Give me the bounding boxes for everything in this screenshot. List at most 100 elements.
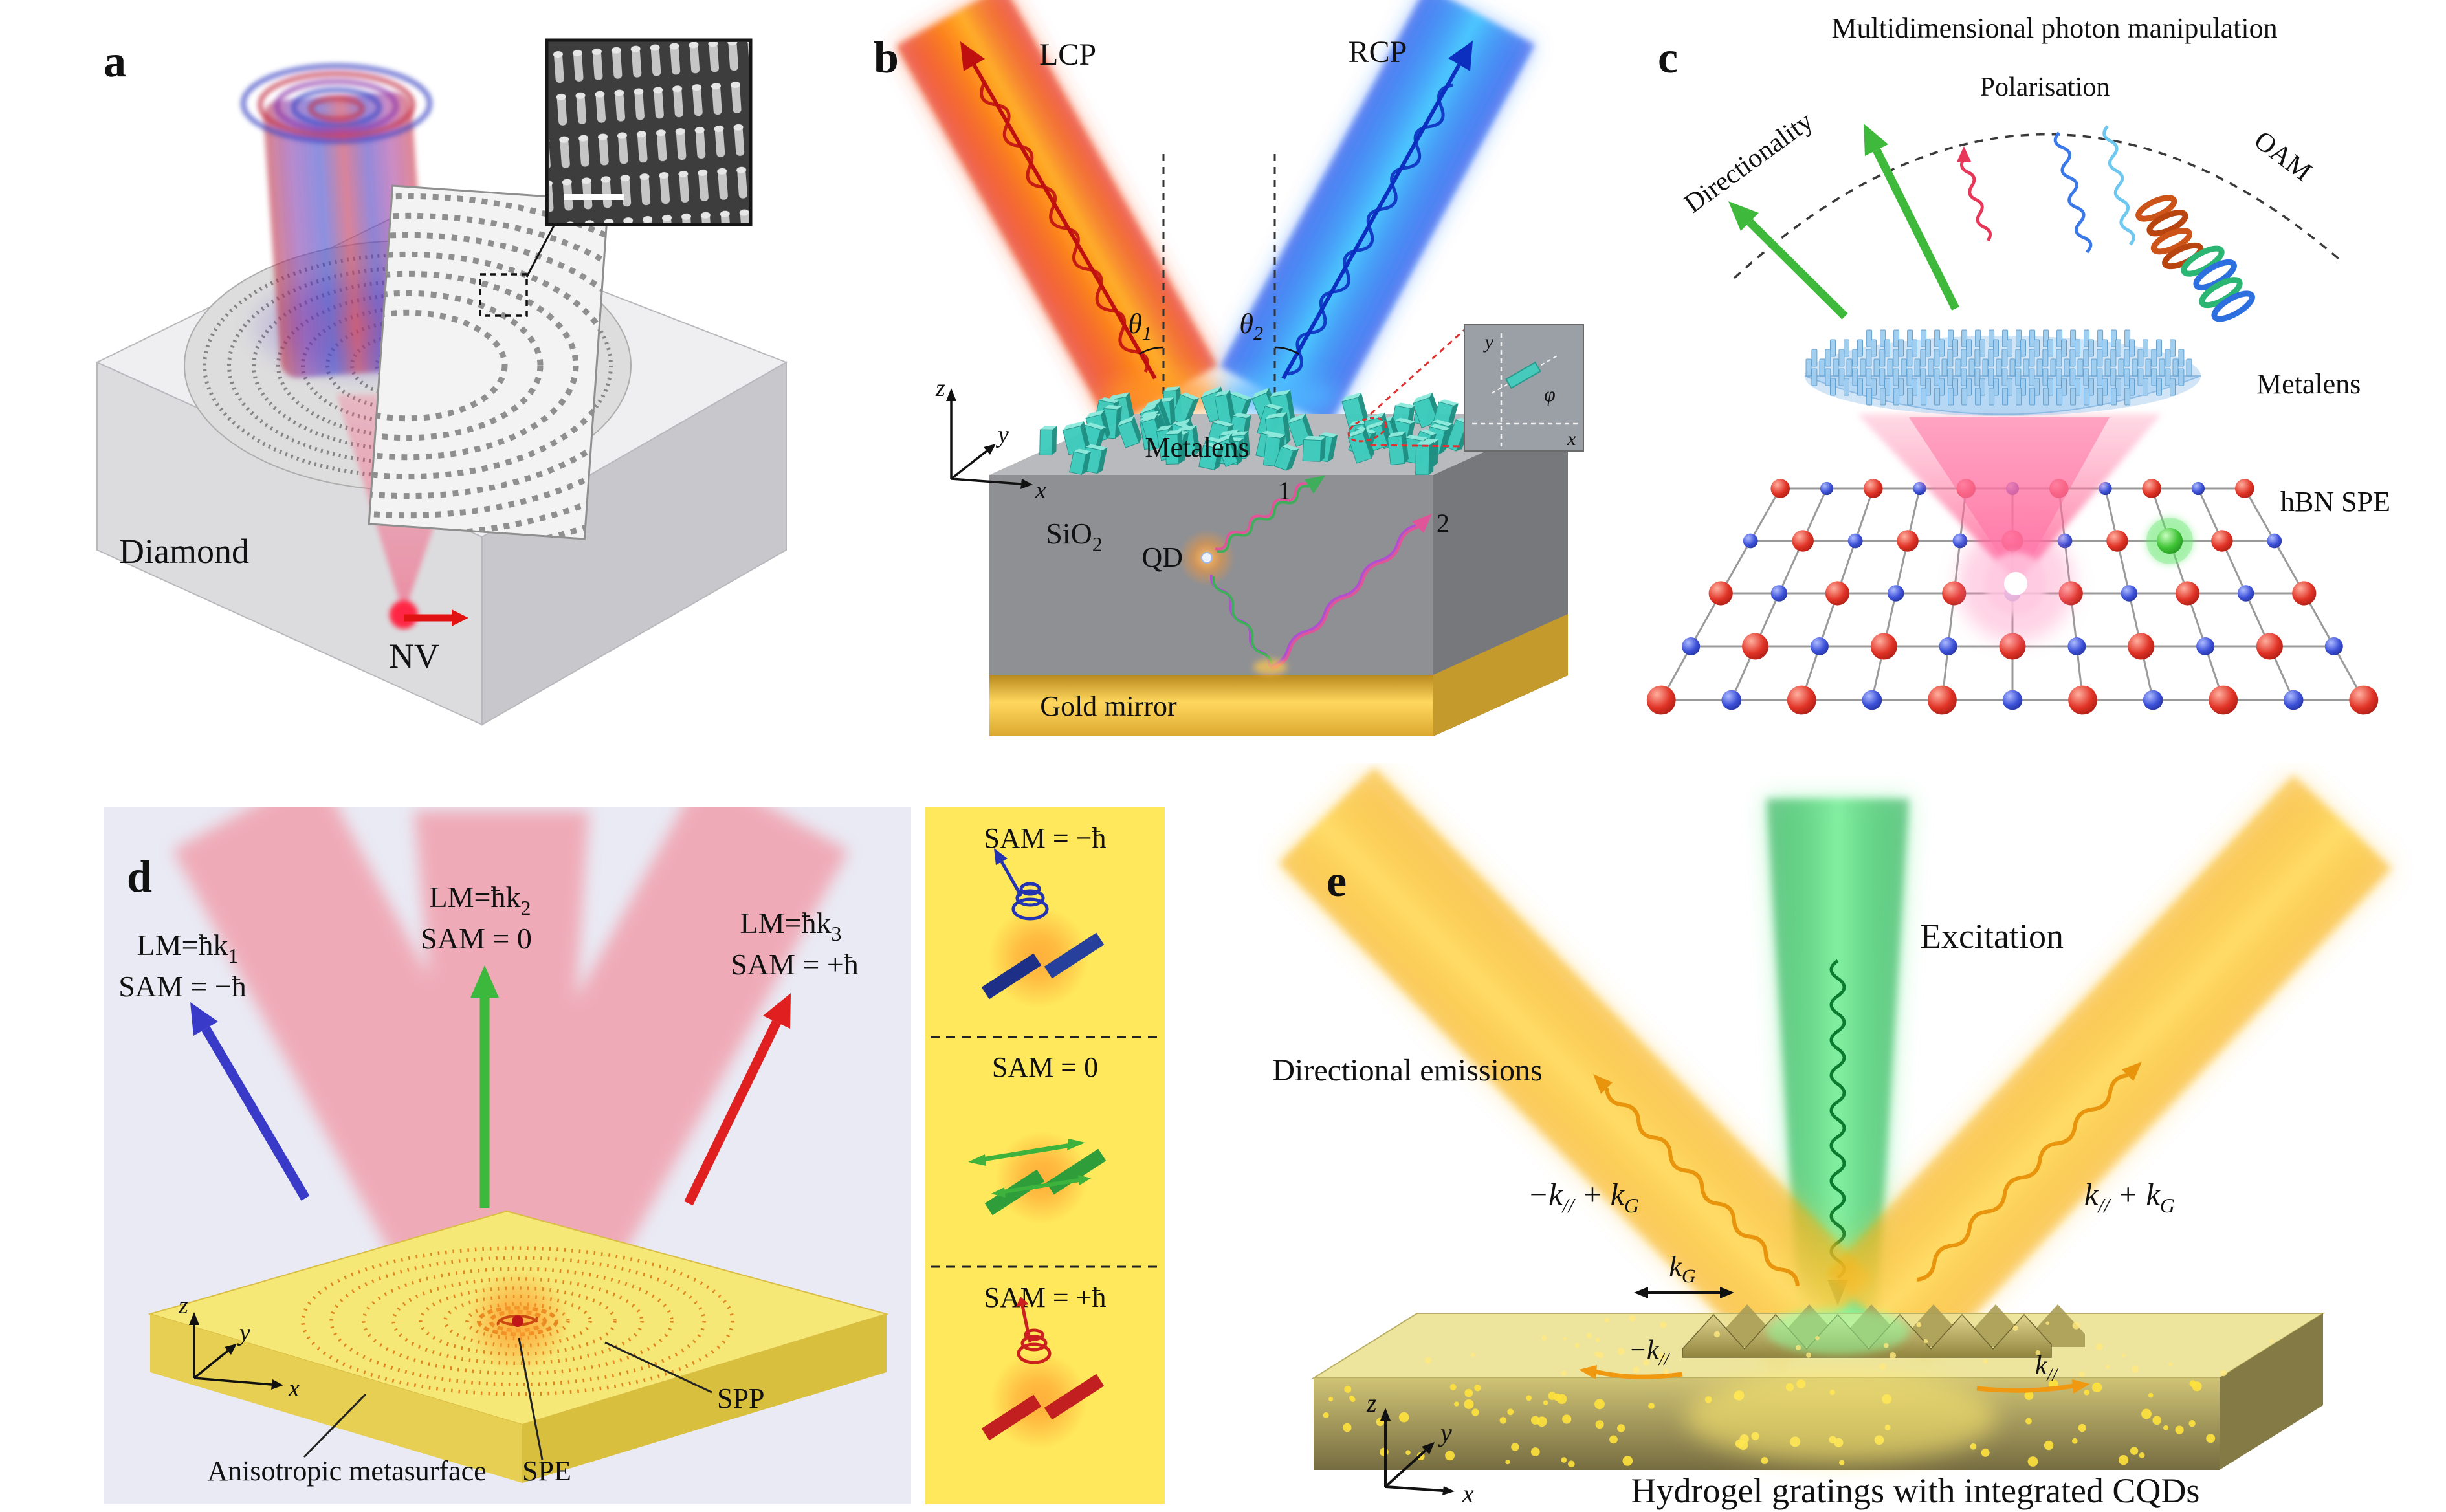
axes-d — [189, 1312, 283, 1390]
beam-left-label-1: LM=ħk1 — [137, 928, 239, 967]
sem-inset — [545, 38, 753, 226]
theta1-label: θ1 — [1128, 308, 1152, 344]
oam-label: OAM — [2249, 126, 2317, 188]
panel-e: kG −k// k// Excitation Directional emiss… — [1272, 767, 2392, 1510]
emission-beam-left — [1279, 767, 1873, 1374]
inset-x-label: x — [1567, 428, 1576, 450]
normal-dashed-lines — [1139, 154, 1299, 398]
quantum-dot — [1178, 529, 1235, 586]
spe-defect — [2145, 516, 2194, 565]
directional-emissions-label: Directional emissions — [1272, 1053, 1542, 1088]
axis-x-label: x — [1035, 477, 1046, 504]
metalens-label: Metalens — [1145, 432, 1249, 463]
rcp-label: RCP — [1349, 35, 1407, 69]
kg-arrow — [1634, 1287, 1734, 1298]
photon-path-1 — [1215, 476, 1325, 553]
scale-bar — [564, 194, 624, 200]
panel-c-label: c — [1658, 33, 1678, 83]
path1-number: 1 — [1278, 476, 1291, 505]
sam-plus-icon — [981, 1297, 1105, 1449]
metasurface-slab — [148, 1210, 889, 1483]
panel-a: a Diamond NV — [95, 37, 788, 726]
gold-mirror-layer — [989, 675, 1433, 736]
nv-arrow — [404, 609, 468, 626]
sam-zero-icon — [968, 1131, 1107, 1224]
panel-e-label: e — [1327, 857, 1347, 906]
photon-path-2 — [1209, 514, 1432, 675]
sam-plus-label: SAM = +ħ — [984, 1282, 1107, 1313]
manipulation-arc — [1733, 133, 2344, 279]
excitation-beam — [1767, 799, 1909, 1320]
axis-z-label-d: z — [178, 1292, 188, 1319]
lcp-arrow — [960, 41, 1157, 380]
right-k-label: k// + kG — [2084, 1178, 2175, 1217]
unit-cell-inset: y x φ — [1347, 324, 1584, 452]
sam-zero-label: SAM = 0 — [992, 1051, 1098, 1083]
panel-b: θ1 θ2 1 2 z y x LCP RCP Metalens SiO2 QD… — [874, 0, 1584, 736]
hydrogel-slab — [1311, 1304, 2326, 1470]
theta2-label: θ2 — [1239, 308, 1263, 344]
axis-z-label-e: z — [1366, 1388, 1377, 1418]
axis-x-label-d: x — [288, 1375, 300, 1402]
sam-minus-icon — [981, 848, 1105, 1008]
sam-arrows — [190, 965, 791, 1208]
beam-vortex-rings — [241, 63, 432, 144]
path2-number: 2 — [1437, 509, 1449, 538]
rcp-arrow — [1281, 41, 1473, 380]
nv-label: NV — [389, 637, 439, 675]
beam-right-label-2: SAM = +ħ — [731, 948, 859, 981]
panel-c-title: Multidimensional photon manipulation — [1831, 12, 2277, 44]
lcp-beam — [896, 0, 1225, 426]
hbn-spe-label: hBN SPE — [2280, 486, 2390, 518]
sio2-label: SiO2 — [1046, 517, 1103, 556]
metalens-c-label: Metalens — [2256, 368, 2361, 400]
panel-b-label: b — [874, 33, 899, 83]
metalens-c — [1804, 329, 2201, 416]
beam-left-label-2: SAM = −ħ — [118, 970, 247, 1003]
diamond-label: Diamond — [119, 532, 249, 571]
beam-right-label-1: LM=ħk3 — [740, 906, 842, 945]
panel-d: LM=ħk1 SAM = −ħ LM=ħk2 SAM = 0 LM=ħk3 SA… — [104, 807, 1165, 1504]
polarisation-waves — [1957, 125, 2135, 254]
spe-label: SPE — [522, 1455, 571, 1487]
excitation-label: Excitation — [1920, 917, 2064, 956]
gold-mirror-label: Gold mirror — [1040, 690, 1177, 722]
panel-d-label: d — [127, 852, 152, 902]
axis-z-label: z — [935, 375, 945, 402]
emission-beam-right — [1827, 775, 2392, 1366]
axes-e — [1380, 1408, 1455, 1495]
emission-beams — [173, 807, 848, 1336]
kpar-arrow — [1976, 1379, 2090, 1394]
zoom-region-box — [479, 273, 528, 317]
kg-label: kG — [1669, 1251, 1696, 1287]
neg-kpar-label: −k// — [1629, 1335, 1671, 1370]
sam-minus-label: SAM = −ħ — [984, 822, 1107, 854]
polarisation-label: Polarisation — [1980, 72, 2110, 102]
spp-label: SPP — [717, 1383, 764, 1414]
spe-dot — [512, 1315, 523, 1327]
inset-nanopillar — [1505, 361, 1541, 389]
beam-mid-label-1: LM=ħk2 — [430, 881, 531, 919]
panel-c: Multidimensional photon manipulation Dir… — [1646, 12, 2390, 715]
axis-x-label-e: x — [1462, 1479, 1474, 1508]
panel-a-label: a — [104, 37, 126, 87]
anisotropic-metasurface-label: Anisotropic metasurface — [207, 1455, 486, 1487]
axes-b — [946, 388, 1033, 489]
qd-label: QD — [1141, 542, 1183, 573]
focus-cone — [1857, 414, 2161, 642]
axis-y-label-e: y — [1438, 1418, 1452, 1447]
magnified-patch — [368, 184, 610, 540]
axis-y-label-d: y — [237, 1319, 250, 1346]
neg-kpar-arrow — [1579, 1365, 1683, 1379]
directionality-arrows — [1728, 124, 1959, 320]
panel-e-caption: Hydrogel gratings with integrated CQDs — [1631, 1471, 2200, 1510]
kpar-label: k// — [2035, 1351, 2058, 1385]
left-k-label: −k// + kG — [1528, 1178, 1639, 1217]
lcp-label: LCP — [1039, 38, 1096, 72]
inset-phi-label: φ — [1544, 382, 1556, 406]
beam-mid-label-2: SAM = 0 — [421, 922, 532, 955]
axis-y-label: y — [995, 421, 1009, 448]
inset-y-label: y — [1483, 331, 1494, 353]
oam-helix-bluegreen — [2181, 245, 2255, 322]
